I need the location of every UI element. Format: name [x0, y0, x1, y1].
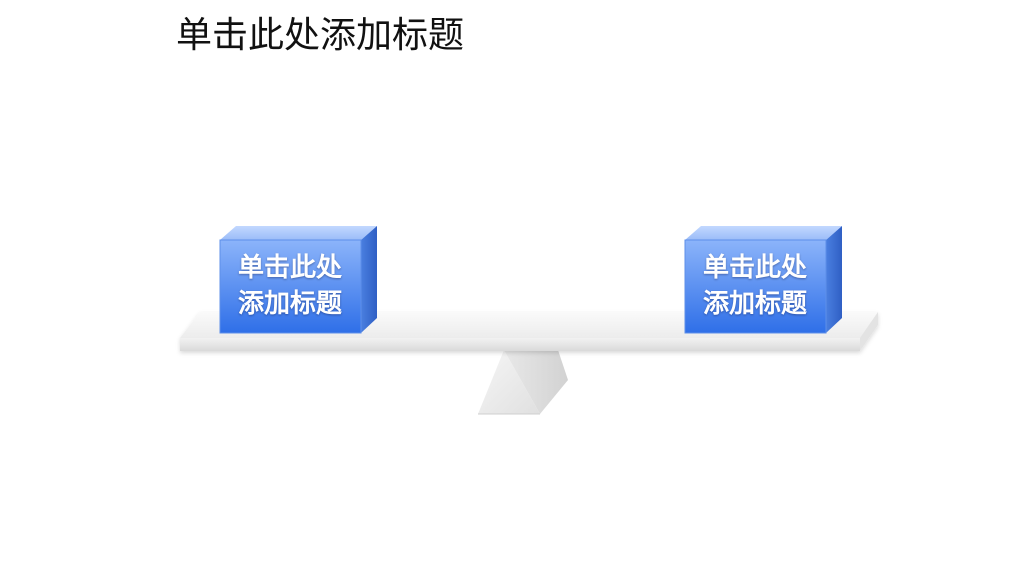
right-box-label[interactable]: 单击此处 添加标题 — [680, 250, 830, 322]
right-box — [684, 226, 842, 334]
fulcrum — [478, 350, 568, 415]
left-box — [219, 226, 377, 334]
right-box-line-1: 单击此处 — [702, 253, 807, 283]
left-box-label[interactable]: 单击此处 添加标题 — [215, 250, 365, 322]
right-box-line-2: 添加标题 — [702, 289, 807, 319]
slide-title[interactable]: 单击此处添加标题 — [176, 15, 465, 56]
left-box-line-2: 添加标题 — [237, 289, 342, 319]
left-box-line-1: 单击此处 — [237, 253, 342, 283]
